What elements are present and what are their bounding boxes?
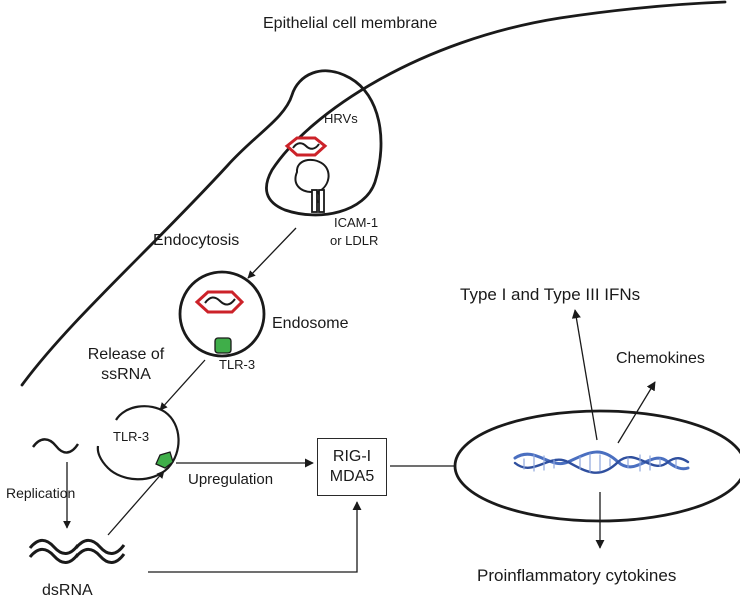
ifn-arrow xyxy=(571,309,598,441)
hrvs-label: HRVs xyxy=(324,111,358,126)
receptor-label-line1: ICAM-1 xyxy=(334,215,379,230)
membrane-label: Epithelial cell membrane xyxy=(263,15,438,32)
chemokine-arrow xyxy=(617,381,656,444)
virus-capsid-icon xyxy=(194,290,245,314)
endosome xyxy=(178,270,266,358)
dsrna-to-rig-arrow xyxy=(148,501,362,573)
rig-i-label: RIG-I xyxy=(332,448,372,465)
endocytosis-arrow xyxy=(247,227,297,279)
rna-strand-icon xyxy=(204,296,236,306)
dsrna-to-tlr3-arrow xyxy=(107,470,165,536)
tlr3-vesicle-label: TLR-3 xyxy=(113,429,150,444)
tlr3-endosome-label: TLR-3 xyxy=(219,357,256,372)
tlr3-icon xyxy=(214,337,232,354)
rna-strand-icon xyxy=(32,438,80,454)
chemokines-label: Chemokines xyxy=(616,350,705,367)
open-vesicle xyxy=(96,405,180,481)
nucleus xyxy=(453,409,740,523)
endocytosis-label: Endocytosis xyxy=(153,232,240,249)
receptor-label-line2: or LDLR xyxy=(330,233,379,248)
replication-label: Replication xyxy=(6,485,76,501)
receptor-icon xyxy=(294,158,330,213)
dna-helix-icon xyxy=(513,450,690,474)
release-label-line2: ssRNA xyxy=(101,366,151,383)
cytokines-label: Proinflammatory cytokines xyxy=(477,566,677,585)
rig-i-mda5-box: RIG-I MDA5 xyxy=(317,438,387,496)
ifns-label: Type I and Type III IFNs xyxy=(460,285,641,304)
dsrna-label: dsRNA xyxy=(42,582,93,599)
release-arrow xyxy=(159,359,206,411)
cell-membrane xyxy=(20,0,727,387)
release-label-line1: Release of xyxy=(87,346,165,363)
mda5-label: MDA5 xyxy=(329,468,375,485)
tlr3-icon xyxy=(155,451,174,469)
dsrna-icon xyxy=(28,538,126,564)
endosome-label: Endosome xyxy=(272,315,349,332)
upregulation-label: Upregulation xyxy=(188,471,274,488)
rna-strand-icon xyxy=(292,142,320,150)
